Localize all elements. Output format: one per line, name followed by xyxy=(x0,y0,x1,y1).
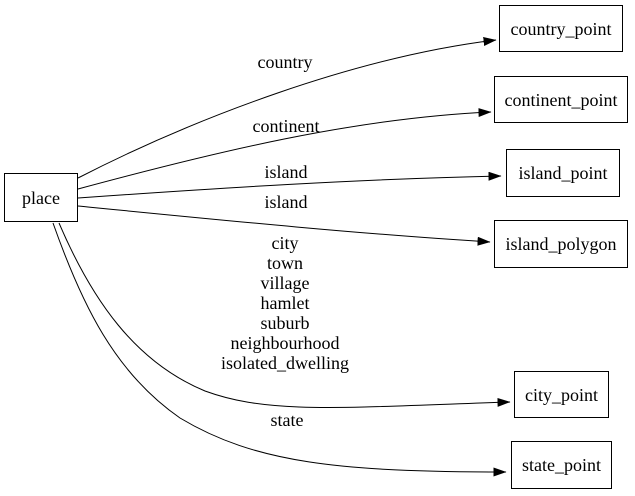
edge-place-to-island-polygon xyxy=(77,205,491,246)
node-country-point-label: country_point xyxy=(510,18,612,39)
edge-place-to-continent-point xyxy=(77,108,492,190)
node-state-point-label: state_point xyxy=(522,455,601,475)
edge-label-city-group: city town village hamlet suburb neighbou… xyxy=(221,233,349,373)
node-state-point: state_point xyxy=(511,441,612,489)
edge-place-to-state-point xyxy=(52,222,507,477)
node-continent-point-label: continent_point xyxy=(504,89,618,110)
node-continent-point: continent_point xyxy=(494,76,628,123)
node-island-point-label: island_point xyxy=(518,163,608,183)
edge-place-to-city-point xyxy=(58,222,511,408)
edge-label-island-polygon: island xyxy=(264,192,308,212)
node-place-label: place xyxy=(22,187,60,208)
node-island-polygon: island_polygon xyxy=(494,220,628,268)
node-country-point: country_point xyxy=(499,5,623,52)
edge-label-continent: continent xyxy=(252,116,320,136)
edge-place-to-island-point xyxy=(77,171,502,199)
edge-label-state: state xyxy=(270,410,304,430)
node-city-point-label: city_point xyxy=(525,384,598,405)
edge-label-island-point: island xyxy=(264,162,308,182)
node-island-point: island_point xyxy=(506,149,620,197)
node-island-polygon-label: island_polygon xyxy=(505,234,617,254)
node-place: place xyxy=(4,173,78,222)
edge-label-country: country xyxy=(257,52,313,72)
node-city-point: city_point xyxy=(514,371,609,418)
edge-place-to-country-point xyxy=(77,37,497,179)
